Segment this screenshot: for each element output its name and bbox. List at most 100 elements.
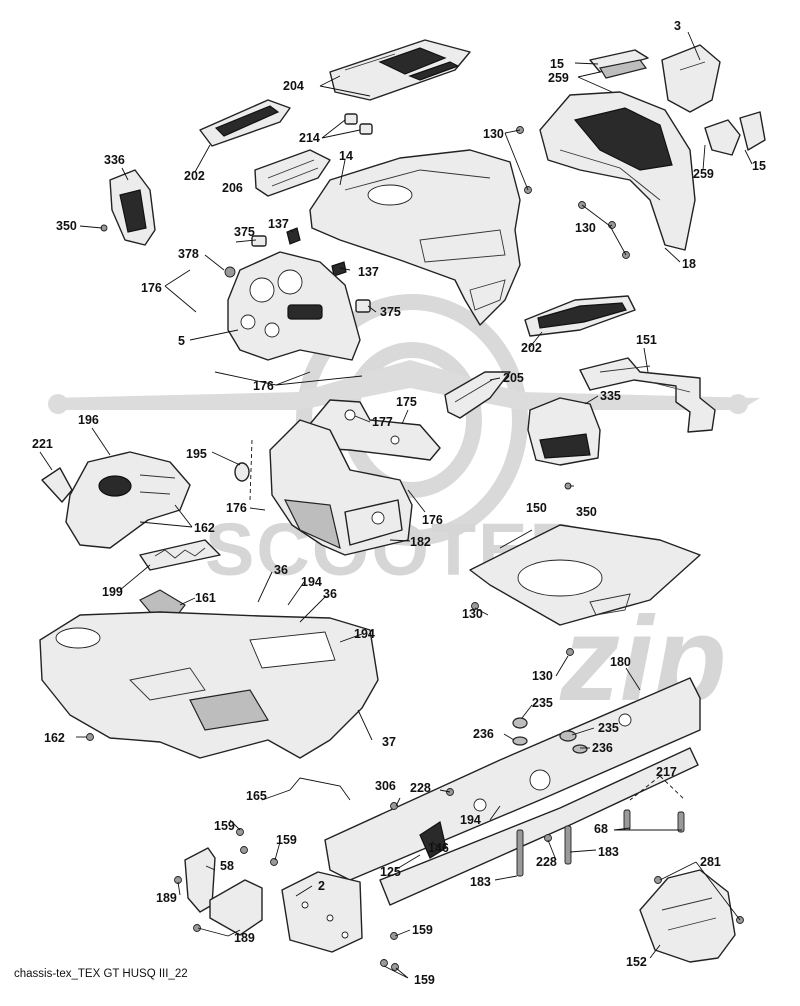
- callout-235-b: 235: [598, 721, 619, 735]
- callout-176-a: 176: [141, 281, 162, 295]
- callout-5: 5: [178, 334, 185, 348]
- callout-196: 196: [78, 413, 99, 427]
- callout-176-d: 176: [422, 513, 443, 527]
- callout-18: 18: [682, 257, 696, 271]
- grommet-195: [234, 462, 250, 482]
- callout-137-b: 137: [358, 265, 379, 279]
- callout-3: 3: [674, 19, 681, 33]
- bracket-3: [661, 44, 721, 113]
- callout-14: 14: [339, 149, 353, 163]
- callout-259-top: 259: [548, 71, 569, 85]
- callout-194-a: 194: [301, 575, 322, 589]
- callout-2: 2: [318, 879, 325, 893]
- callout-199: 199: [102, 585, 123, 599]
- callout-36-b: 36: [323, 587, 337, 601]
- callout-180: 180: [610, 655, 631, 669]
- insert-161: [139, 589, 186, 619]
- bolts-frame: [390, 788, 685, 877]
- hood: [309, 149, 521, 326]
- callout-204: 204: [283, 79, 304, 93]
- callout-375-b: 375: [380, 305, 401, 319]
- spacer-375-a: [251, 235, 267, 247]
- seat-support-152: [639, 869, 736, 963]
- callout-306: 306: [375, 779, 396, 793]
- callout-195: 195: [186, 447, 207, 461]
- callout-68: 68: [594, 822, 608, 836]
- callout-151: 151: [636, 333, 657, 347]
- callout-202-upper: 202: [184, 169, 205, 183]
- callout-194-c: 194: [460, 813, 481, 827]
- callout-176-c: 176: [226, 501, 247, 515]
- body-pan-37: [39, 611, 379, 759]
- callout-259-right: 259: [693, 167, 714, 181]
- callout-194-b: 194: [354, 627, 375, 641]
- callout-165: 165: [246, 789, 267, 803]
- clips-214: [344, 113, 373, 135]
- callout-183-b: 183: [470, 875, 491, 889]
- trim-221: [41, 467, 73, 503]
- callout-228-a: 228: [410, 781, 431, 795]
- callout-378: 378: [178, 247, 199, 261]
- callout-130-d: 130: [532, 669, 553, 683]
- callout-162-b: 162: [44, 731, 65, 745]
- spacer-375-b: [355, 299, 371, 313]
- callout-236-b: 236: [592, 741, 613, 755]
- panel-335: [527, 397, 601, 466]
- bolts-159: [174, 828, 399, 971]
- callout-189-a: 189: [156, 891, 177, 905]
- bracket-58: [184, 847, 263, 936]
- callout-217: 217: [656, 765, 677, 779]
- callout-159-a: 159: [214, 819, 235, 833]
- callout-162-a: 162: [194, 521, 215, 535]
- callout-214: 214: [299, 131, 320, 145]
- side-panel-336: [109, 169, 156, 246]
- callout-150: 150: [526, 501, 547, 515]
- callout-125: 125: [380, 865, 401, 879]
- callout-281: 281: [700, 855, 721, 869]
- fender-right: [539, 91, 696, 251]
- callout-350-right: 350: [576, 505, 597, 519]
- hood-vent-top: [329, 39, 471, 101]
- plate-150: [469, 524, 701, 626]
- callout-175: 175: [396, 395, 417, 409]
- callout-15-top: 15: [550, 57, 564, 71]
- console-182: [269, 419, 413, 556]
- callout-375-a: 375: [234, 225, 255, 239]
- bracket-15-top: [589, 49, 649, 79]
- callout-182: 182: [410, 535, 431, 549]
- trim-205: [444, 371, 511, 419]
- callout-236-a: 236: [473, 727, 494, 741]
- callout-235-a: 235: [532, 696, 553, 710]
- callout-205: 205: [503, 371, 524, 385]
- callout-202-lower: 202: [521, 341, 542, 355]
- callout-335: 335: [600, 389, 621, 403]
- callout-336: 336: [104, 153, 125, 167]
- callout-146: 146: [428, 841, 449, 855]
- grille-lower: [524, 295, 636, 337]
- bracket-15-right: [704, 111, 766, 156]
- clips-137: [286, 227, 347, 277]
- callout-161: 161: [195, 591, 216, 605]
- callout-228-b: 228: [536, 855, 557, 869]
- callout-15-right: 15: [752, 159, 766, 173]
- callouts: 3 15 259 15 259 204 214 202 202 14 130 1…: [32, 19, 766, 987]
- callout-159-c: 159: [412, 923, 433, 937]
- diagram-caption: chassis-tex_TEX GT HUSQ III_22: [14, 968, 188, 980]
- callout-137-a: 137: [268, 217, 289, 231]
- dashboard: [227, 251, 361, 361]
- callout-130-c: 130: [462, 607, 483, 621]
- callout-159-d: 159: [414, 973, 435, 987]
- callout-176-b: 176: [253, 379, 274, 393]
- callout-206: 206: [222, 181, 243, 195]
- callout-36-a: 36: [274, 563, 288, 577]
- callout-189-b: 189: [234, 931, 255, 945]
- steering-cover-196: [65, 451, 191, 549]
- callout-58: 58: [220, 859, 234, 873]
- callout-130-a: 130: [483, 127, 504, 141]
- callout-130-b: 130: [575, 221, 596, 235]
- callout-37: 37: [382, 735, 396, 749]
- chassis-frame-180: [324, 677, 701, 906]
- callout-152: 152: [626, 955, 647, 969]
- rod-165: [289, 777, 351, 801]
